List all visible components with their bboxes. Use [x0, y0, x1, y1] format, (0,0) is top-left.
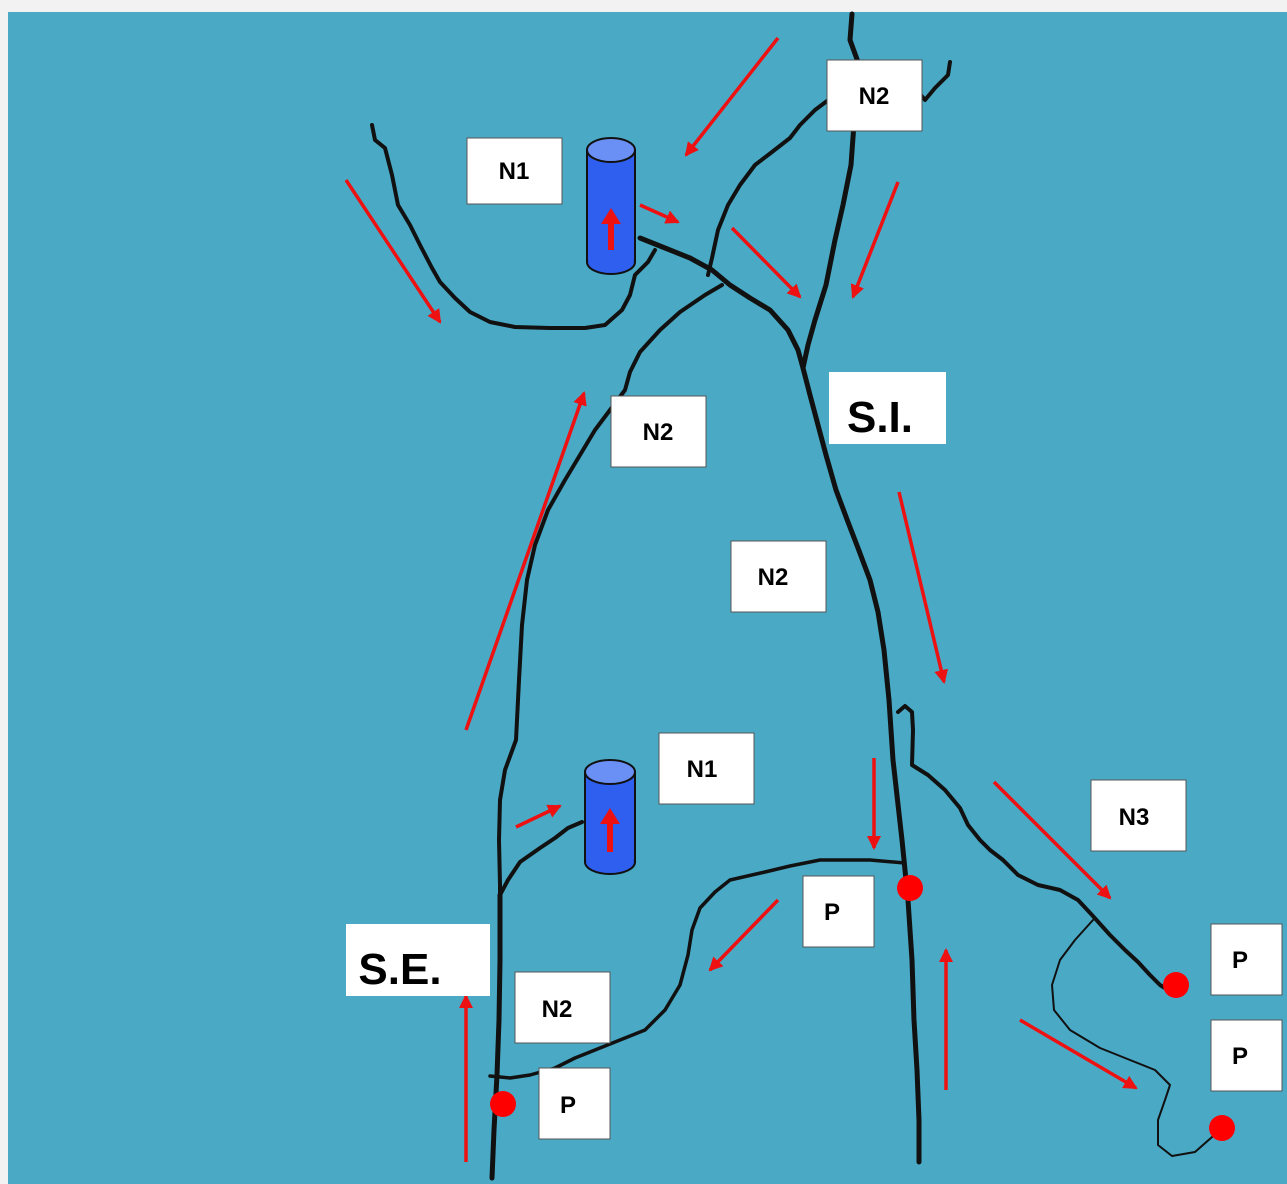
stream-loop-top-left [370, 123, 657, 330]
svg-text:P: P [560, 1092, 576, 1119]
tributary-top-right [706, 60, 952, 277]
arrow-icon [344, 179, 442, 324]
label-p-bottom: P [538, 1067, 611, 1140]
arrow-icon [708, 898, 780, 972]
label-n2-middle: N2 [730, 540, 827, 613]
label-n3: N3 [1090, 779, 1187, 852]
label-n2-top-right: N2 [826, 59, 923, 132]
arrow-icon [515, 804, 562, 829]
dot-icon [1163, 972, 1189, 998]
main-stream-si [800, 11, 922, 1165]
arrow-icon [684, 36, 780, 157]
svg-text:N2: N2 [758, 564, 789, 591]
label-p-right-upper: P [1210, 923, 1283, 996]
label-n2-upper: N2 [610, 395, 707, 468]
label-p-right-lower: P [1210, 1019, 1283, 1092]
main-stream-se [489, 892, 503, 1181]
stream-from-well-top [637, 235, 806, 371]
stream-left-branch [497, 283, 724, 902]
svg-text:N1: N1 [499, 158, 530, 185]
arrow-icon [1019, 1018, 1138, 1090]
arrow-icon [897, 491, 949, 684]
svg-text:N3: N3 [1119, 804, 1150, 831]
label-se: S.E. [346, 924, 490, 996]
svg-text:P: P [1232, 1043, 1248, 1070]
arrow-icon [464, 391, 587, 731]
stream-middle-to-p [488, 858, 907, 1080]
arrow-icon [730, 226, 802, 299]
label-n1-top: N1 [466, 137, 563, 205]
arrow-icon [992, 780, 1112, 900]
stream-right-n3 [896, 704, 1170, 992]
river-network [370, 11, 1221, 1181]
background-panel [8, 12, 1287, 1184]
svg-text:S.I.: S.I. [847, 393, 913, 442]
label-p-middle: P [802, 875, 875, 948]
svg-text:S.E.: S.E. [358, 945, 441, 994]
stream-thin-loop [1051, 919, 1221, 1157]
svg-text:N2: N2 [542, 996, 573, 1023]
label-n2-lower: N2 [514, 971, 611, 1044]
cylinder-icon [586, 137, 636, 275]
label-n1-bottom: N1 [658, 732, 755, 805]
arrow-icon [850, 181, 900, 299]
svg-text:N2: N2 [643, 419, 674, 446]
svg-text:P: P [1232, 947, 1248, 974]
svg-text:N1: N1 [687, 756, 718, 783]
label-si: S.I. [829, 372, 946, 444]
stream-to-well-bottom [498, 820, 584, 897]
svg-text:P: P [824, 899, 840, 926]
svg-text:N2: N2 [859, 83, 890, 110]
arrow-icon [639, 203, 680, 224]
dot-icon [490, 1091, 516, 1117]
cylinder-icon [584, 759, 636, 875]
dot-icon [1209, 1115, 1235, 1141]
flow-arrows [344, 36, 1138, 1162]
points [490, 875, 1235, 1141]
dot-icon [897, 875, 923, 901]
